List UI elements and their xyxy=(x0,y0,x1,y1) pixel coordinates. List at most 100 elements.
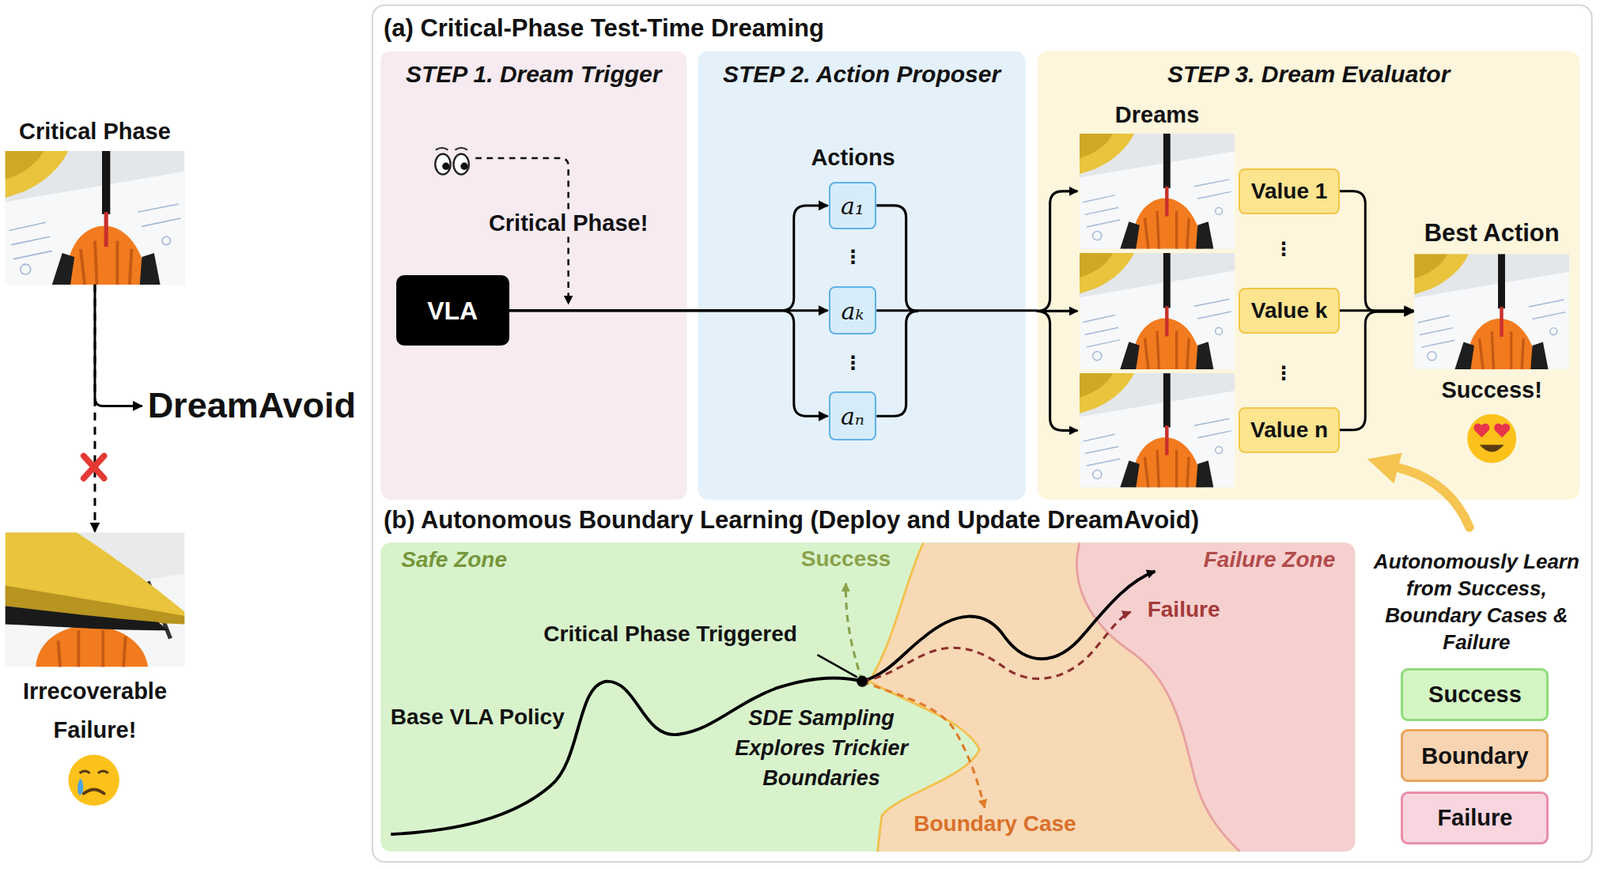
flow-wire xyxy=(876,310,919,417)
flow-wire xyxy=(876,205,919,312)
panel-frame xyxy=(1037,50,1580,500)
cross-mark xyxy=(83,456,105,479)
heart-eyes-emoji xyxy=(1467,414,1517,464)
zone-map xyxy=(1076,542,1240,852)
flow-wire xyxy=(1036,310,1079,431)
legend-text: Boundary xyxy=(1421,742,1529,769)
action-box: aₖ xyxy=(828,286,878,335)
action-symbol: a₁ xyxy=(840,191,865,220)
legend-title: Autonomously Learn from Success, Boundar… xyxy=(1369,548,1585,656)
scene-photo xyxy=(1079,253,1235,370)
cross-mark xyxy=(83,456,105,479)
method-name: DreamAvoid xyxy=(143,385,370,428)
zone-label: Failure Zone xyxy=(1203,547,1336,573)
policy-trajectory xyxy=(390,571,1155,835)
panel-frame xyxy=(380,50,687,500)
method-title: DreamAvoid xyxy=(147,385,356,427)
crying-emoji xyxy=(98,771,109,774)
eyes-icon xyxy=(435,147,448,151)
event-label: Critical Phase Triggered xyxy=(543,621,798,647)
heart-eyes-emoji xyxy=(1494,423,1510,439)
photo-panel: Best ActionSuccess! xyxy=(1414,253,1570,370)
scene-photo xyxy=(4,151,185,285)
flow-arrow xyxy=(509,310,829,417)
eyes-icon xyxy=(454,147,467,151)
legend-swatch: Boundary xyxy=(1400,729,1549,783)
panel-heading: (b) Autonomous Boundary Learning (Deploy… xyxy=(383,506,1200,535)
action-box: aₙ xyxy=(828,391,878,441)
heart-eyes-emoji xyxy=(1467,414,1517,464)
flow-arrow xyxy=(93,284,96,532)
action-symbol: aₙ xyxy=(840,402,865,431)
zone-map xyxy=(1076,542,1355,852)
eyes-icon xyxy=(442,162,450,171)
photo-panel: Irrecoverable Failure! xyxy=(4,532,185,667)
zone-map xyxy=(869,542,1355,852)
scene-photo xyxy=(4,532,185,667)
feedback-arrow xyxy=(1367,453,1470,528)
feedback-arrow xyxy=(1399,468,1470,528)
policy-trajectory xyxy=(862,612,1131,682)
ellipsis: ⋮ xyxy=(843,351,863,375)
image-caption: Critical Phase xyxy=(18,118,171,145)
panel-heading: (a) Critical-Phase Test-Time Dreaming xyxy=(383,14,825,43)
note-label: SDE Sampling Explores Trickier Boundarie… xyxy=(718,703,926,794)
legend-swatch: Failure xyxy=(1400,791,1549,845)
crying-emoji xyxy=(83,789,105,794)
flow-wire xyxy=(876,191,1078,431)
value-label: Value n xyxy=(1250,417,1328,443)
outcome-label: Boundary Case xyxy=(913,811,1076,837)
action-symbol: aₖ xyxy=(841,296,865,325)
panel-frame xyxy=(372,4,1593,863)
model-box: VLA xyxy=(396,275,510,346)
trajectory-label: Base VLA Policy xyxy=(390,704,565,731)
ellipsis: ⋮ xyxy=(1274,362,1294,385)
ellipsis: ⋮ xyxy=(843,245,863,269)
scene-photo xyxy=(1079,133,1235,250)
value-box: Value 1 xyxy=(1238,168,1340,215)
step-panel: STEP 1. Dream TriggerVLA xyxy=(380,50,687,500)
crying-emoji xyxy=(68,755,120,806)
crying-emoji xyxy=(68,755,120,806)
panel-frame xyxy=(372,4,1593,863)
policy-trajectory xyxy=(817,654,857,678)
flow-wire xyxy=(1036,191,1079,312)
flow-arrow xyxy=(94,284,143,407)
zone-map xyxy=(380,542,1368,852)
model-label: VLA xyxy=(427,295,478,326)
panel-frame xyxy=(697,50,1026,500)
step-heading: STEP 3. Dream Evaluator xyxy=(1167,60,1450,88)
heart-eyes-emoji xyxy=(1479,444,1505,452)
legend-text: Success xyxy=(1428,681,1522,708)
scene-photo xyxy=(1079,373,1235,488)
cross-mark xyxy=(83,456,105,479)
outcome-label: Success xyxy=(801,546,892,572)
crying-emoji xyxy=(79,771,91,774)
scene-photo xyxy=(1414,253,1570,370)
action-box: a₁ xyxy=(828,181,878,231)
result-caption: Success! xyxy=(1441,377,1543,404)
value-box: Value n xyxy=(1238,407,1340,454)
flow-wire xyxy=(876,309,1037,312)
feedback-arrow xyxy=(1367,453,1403,485)
image-caption: Irrecoverable Failure! xyxy=(0,672,195,750)
step-heading: STEP 2. Action Proposer xyxy=(722,60,1001,88)
ellipsis: ⋮ xyxy=(1274,238,1294,261)
policy-trajectory xyxy=(845,583,863,682)
photo-panel: Critical Phase xyxy=(4,151,185,285)
column-label: Dreams xyxy=(1115,102,1200,129)
zone-map xyxy=(869,542,980,852)
flow-arrow xyxy=(1339,191,1414,312)
column-label: Actions xyxy=(810,144,895,171)
trigger-label: Critical Phase! xyxy=(485,210,651,237)
legend-swatch: Success xyxy=(1400,668,1549,722)
policy-trajectory xyxy=(390,571,1155,835)
flow-arrow xyxy=(1339,311,1414,431)
crying-emoji xyxy=(77,779,84,796)
heart-eyes-emoji xyxy=(1473,423,1490,439)
legend-text: Failure xyxy=(1437,805,1513,832)
outcome-label: Failure xyxy=(1147,597,1221,623)
step-panel: STEP 2. Action Proposer a₁ aₖ aₙ xyxy=(697,50,1026,500)
eyes-icon xyxy=(434,154,451,175)
eyes-icon xyxy=(434,147,470,175)
